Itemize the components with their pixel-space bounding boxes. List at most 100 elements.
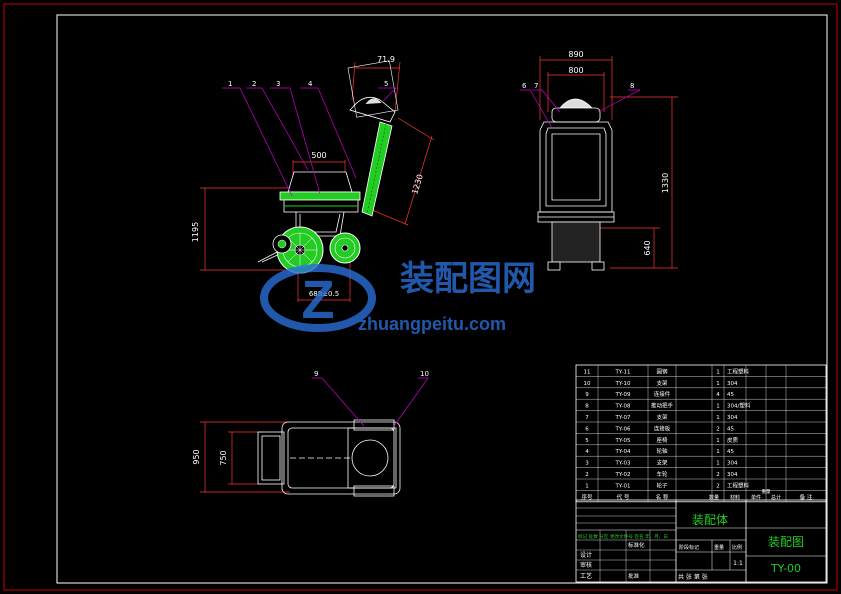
bom-cell-name: 车轮 xyxy=(656,470,668,478)
bom-cell-code: TY-10 xyxy=(614,381,631,387)
bom-cell-material: 304 xyxy=(727,415,738,421)
bom-cell-code: TY-06 xyxy=(614,426,631,432)
dim-front-height-label: 1330 xyxy=(661,173,670,193)
bom-cell-code: TY-09 xyxy=(614,392,631,398)
bom-cell-qty: 1 xyxy=(716,404,720,410)
bom-cell-name: 推动把手 xyxy=(651,402,674,410)
watermark-url-text: zhuangpeitu.com xyxy=(358,314,506,334)
bom-header-weight: 重量 xyxy=(762,488,771,495)
front-view: 890 800 1330 640 6 xyxy=(520,50,678,271)
dim-seat-width-label: 500 xyxy=(311,151,326,160)
bom-cell-material: 工程塑料 xyxy=(727,367,750,375)
role-review: 审核 xyxy=(580,561,592,569)
dim-front-inner-label: 800 xyxy=(568,66,583,75)
balloon-top-10: 10 xyxy=(420,370,429,378)
bom-header-code: 代 号 xyxy=(617,493,630,501)
bom-cell-no: 4 xyxy=(585,449,589,455)
sheet-text: 共 张 第 张 xyxy=(678,573,708,581)
dim-front-lower-label: 640 xyxy=(643,240,652,255)
seat xyxy=(279,171,361,213)
std-label: 标准化 xyxy=(628,541,645,549)
scale-label: 比例 xyxy=(732,544,742,551)
bom-cell-code: TY-11 xyxy=(614,369,630,375)
stage-label: 阶段标记 xyxy=(679,544,699,551)
weight-label: 重量 xyxy=(714,544,724,551)
balloon-side-5: 5 xyxy=(384,80,388,88)
bom-cell-no: 1 xyxy=(585,483,589,489)
front-wheel xyxy=(329,232,361,264)
role-process: 工艺 xyxy=(580,572,592,580)
bom-cell-name: 座椅 xyxy=(656,436,668,444)
bom-header-material: 材料 xyxy=(730,494,740,501)
top-view: 950 750 9 10 xyxy=(192,370,429,497)
bom-cell-code: TY-05 xyxy=(614,438,631,444)
bom-header-total-weight: 总计 xyxy=(771,494,781,501)
bom-cell-code: TY-02 xyxy=(614,472,630,478)
bom-cell-no: 8 xyxy=(585,404,589,410)
balloon-front-6: 6 xyxy=(522,82,527,90)
bom-cell-name: 轮子 xyxy=(656,481,668,489)
bom-cell-material: 45 xyxy=(727,426,734,432)
side-view: 1195 500 688±0.5 71.9 1230 xyxy=(191,55,435,302)
drawing-title: 装配图 xyxy=(768,535,804,549)
small-wheel xyxy=(272,234,292,254)
front-body xyxy=(537,98,615,271)
balloon-top-9: 9 xyxy=(314,370,318,378)
bom-cell-material: 皮质 xyxy=(727,436,739,444)
bom-cell-no: 5 xyxy=(585,438,589,444)
bom-cell-qty: 1 xyxy=(716,449,720,455)
watermark-z-logo: Z xyxy=(302,270,335,330)
bom-cell-material: 45 xyxy=(727,392,734,398)
bom-cell-name: 连接板 xyxy=(654,424,671,432)
bom-cell-name: 支架 xyxy=(656,379,668,387)
bom-cell-material: 304 xyxy=(727,381,738,387)
bom-cell-no: 10 xyxy=(584,381,591,387)
bom-cell-name: 连接件 xyxy=(654,390,671,398)
bom-cell-qty: 1 xyxy=(716,438,720,444)
bom-cell-qty: 2 xyxy=(716,483,720,489)
bom-cell-qty: 1 xyxy=(716,381,720,387)
bom-cell-no: 6 xyxy=(585,426,589,432)
bom-cell-no: 3 xyxy=(585,461,589,467)
bom-cell-material: 45 xyxy=(727,449,734,455)
dim-height-side-label: 1195 xyxy=(191,222,200,242)
title-block: 装配体 装配图 TY-00 标记 处数 分区 更改文件号 签名 年、月、日 设计… xyxy=(575,499,827,583)
bom-header-note: 备 注 xyxy=(800,493,813,501)
inner-frame xyxy=(56,14,828,584)
bom-cell-name: 支架 xyxy=(656,459,668,467)
dim-handle-length-label: 1230 xyxy=(410,173,425,195)
bom-cell-code: TY-07 xyxy=(614,415,631,421)
bom-cell-no: 7 xyxy=(585,415,589,421)
approve-label: 批准 xyxy=(628,572,640,580)
dim-height-side xyxy=(200,187,295,271)
balloon-front-8: 8 xyxy=(630,82,634,90)
scale-value: 1:1 xyxy=(733,560,743,567)
dim-front-outer-label: 890 xyxy=(568,50,583,59)
bom-cell-name: 轮轴 xyxy=(656,447,668,455)
dim-handle-width-label: 71.9 xyxy=(377,55,395,64)
bom-cell-qty: 2 xyxy=(716,426,720,432)
drawing-code: TY-00 xyxy=(770,562,801,575)
bom-cell-name: 支架 xyxy=(656,413,668,421)
outer-frame xyxy=(3,3,838,591)
bom-cell-qty: 1 xyxy=(716,415,720,421)
watermark: Z 装配图网 zhuangpeitu.com xyxy=(260,259,536,334)
role-design: 设计 xyxy=(580,551,592,559)
dim-top-height xyxy=(200,421,290,493)
bom-cell-qty: 1 xyxy=(716,461,720,467)
bom-cell-material: 304/塑料 xyxy=(727,402,751,410)
bom-cell-code: TY-04 xyxy=(614,449,631,455)
balloon-side-3: 3 xyxy=(276,80,280,88)
bom-cell-code: TY-01 xyxy=(614,483,630,489)
front-leaders xyxy=(520,89,641,129)
bom-cell-qty: 1 xyxy=(716,369,720,375)
balloon-side-2: 2 xyxy=(252,80,256,88)
bom-header-qty: 数量 xyxy=(709,494,719,501)
top-leaders xyxy=(312,377,429,427)
bom-cell-qty: 4 xyxy=(716,392,720,398)
bom-cell-name: 圆钢 xyxy=(656,367,668,375)
balloon-front-7: 7 xyxy=(534,82,538,90)
bom-header-unit-weight: 单件 xyxy=(751,494,761,501)
dim-handle-length xyxy=(371,117,435,226)
bom-cell-code: TY-08 xyxy=(614,404,631,410)
